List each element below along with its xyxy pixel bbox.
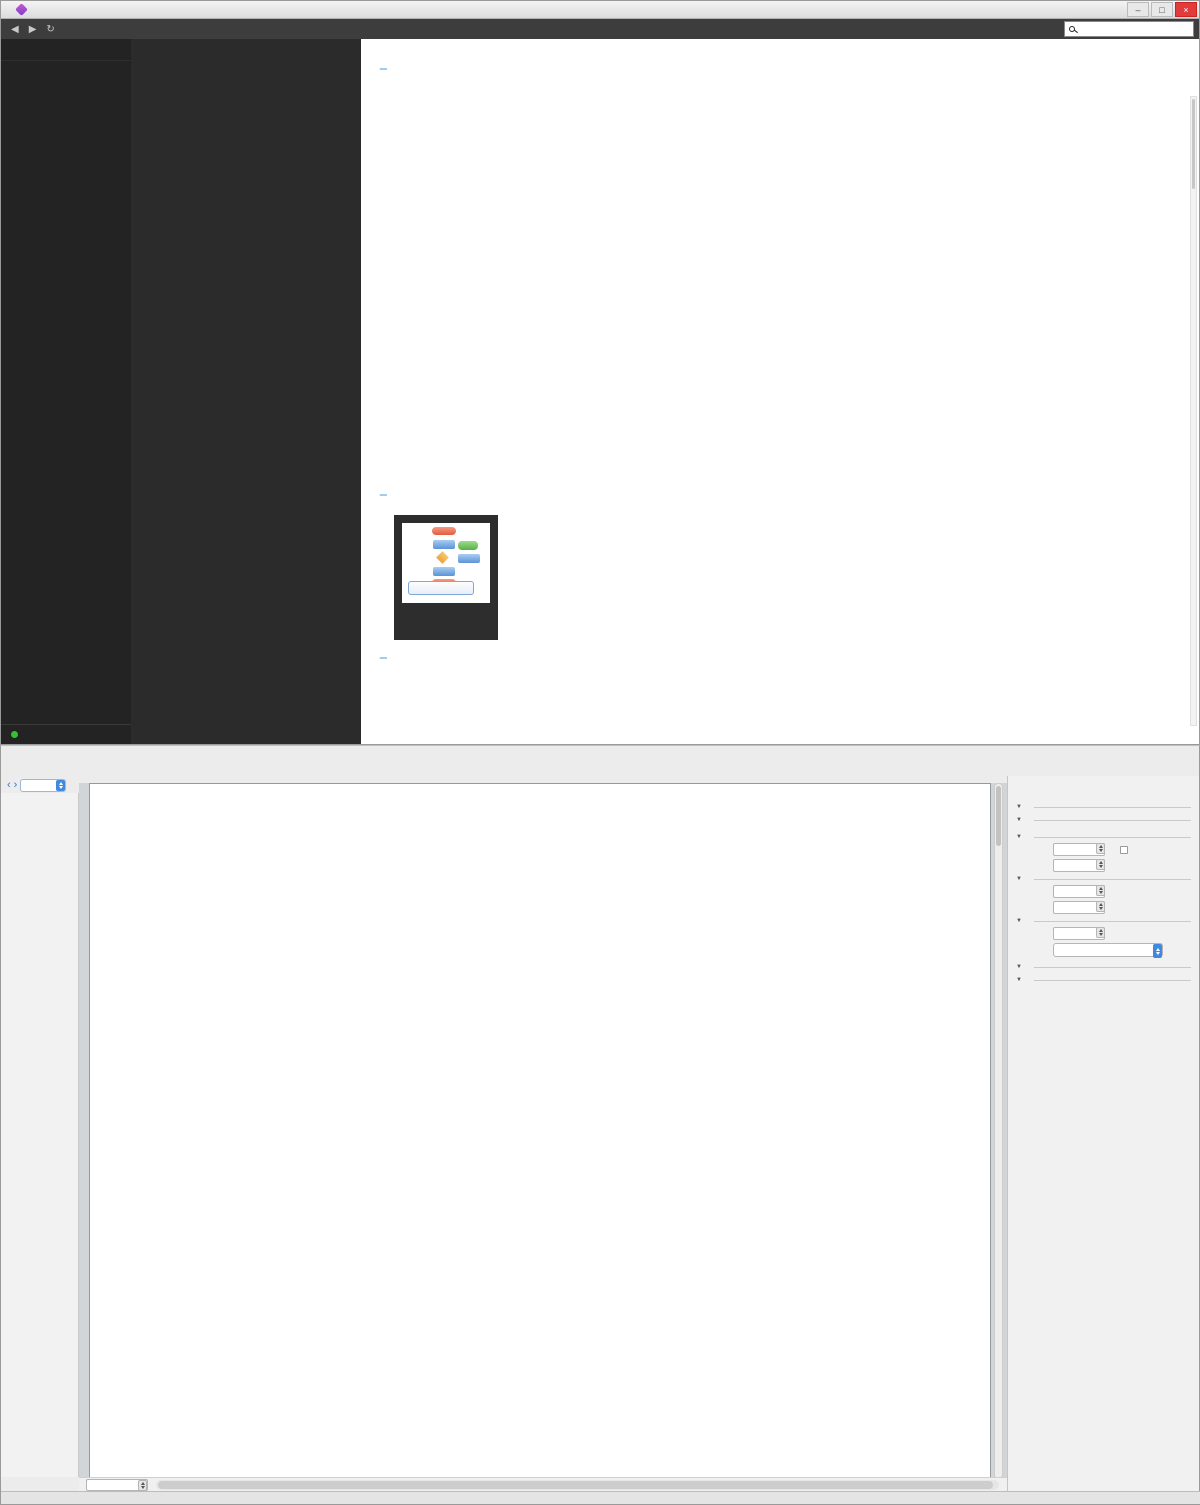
prev-page-icon[interactable]: ‹ — [7, 779, 11, 791]
rapid-draw-badge — [408, 581, 474, 595]
next-page-icon[interactable]: › — [13, 779, 18, 791]
minimize-button[interactable]: – — [1127, 2, 1149, 17]
angle-field[interactable] — [1053, 927, 1105, 940]
store-content: − − — [361, 39, 1199, 744]
app-icon — [15, 3, 28, 16]
vertical-scrollbar[interactable] — [994, 783, 1003, 1479]
page-navigation: ‹ › — [1, 778, 67, 793]
store-title-bar: – □ × — [1, 1, 1199, 19]
search-input[interactable] — [1064, 21, 1194, 37]
shape-library-panel — [1, 793, 79, 1477]
selector-stepper-icon[interactable] — [56, 780, 66, 791]
section-size: ▼ — [1016, 834, 1191, 840]
height-field[interactable] — [1053, 859, 1105, 872]
document-selector[interactable] — [20, 779, 67, 792]
section-make-same: ▼ — [1016, 977, 1191, 983]
store-sidebar — [1, 39, 131, 744]
conceptdraw-store-window: – □ × ◀ ▶ ↻ — [0, 0, 1200, 745]
close-button[interactable]: × — [1175, 2, 1197, 17]
online-status-icon — [11, 731, 18, 738]
y-field[interactable] — [1053, 901, 1105, 914]
section-align-distribute: ▼ — [1016, 817, 1191, 823]
search-icon — [1069, 26, 1075, 32]
x-field[interactable] — [1053, 885, 1105, 898]
section-order: ▼ — [1016, 804, 1191, 810]
width-field[interactable] — [1053, 843, 1105, 856]
forward-icon[interactable]: ▶ — [28, 23, 37, 35]
lock-proportions-checkbox[interactable] — [1120, 845, 1132, 854]
inspector-panel: ▼ ▼ ▼ ▼ — [1007, 776, 1199, 1491]
conceptdraw-diagram-window: ‹ › ▼ ▼ ▼ — [0, 745, 1200, 1505]
zoom-level-control[interactable] — [86, 1478, 148, 1491]
store-nav-bar: ◀ ▶ ↻ — [1, 19, 1199, 39]
sidebar-separator — [1, 39, 131, 61]
section-flowcharts: − — [379, 61, 398, 78]
section-group-lock: ▼ — [1016, 964, 1191, 970]
collapse-icon[interactable]: − — [379, 61, 388, 78]
status-bar — [1, 1491, 1200, 1504]
canvas-bottom-bar — [79, 1477, 1007, 1491]
collapse-icon[interactable]: − — [379, 487, 388, 504]
collapse-icon[interactable]: − — [379, 650, 388, 667]
horizontal-scrollbar[interactable] — [156, 1479, 999, 1490]
editor-toolbar — [1, 755, 1200, 777]
back-icon[interactable]: ◀ — [11, 23, 19, 35]
section-libraries: − — [379, 650, 398, 667]
user-account[interactable] — [1, 724, 131, 744]
section-position: ▼ — [1016, 876, 1191, 882]
pin-select[interactable] — [1053, 943, 1163, 958]
drawing-page[interactable] — [89, 783, 991, 1479]
section-rotate-flip: ▼ — [1016, 918, 1191, 924]
solutions-category-panel — [131, 39, 361, 744]
content-scrollbar[interactable] — [1190, 96, 1197, 726]
template-card-basic-flowchart[interactable] — [394, 515, 498, 640]
template-thumbnail — [402, 523, 490, 603]
refresh-icon[interactable]: ↻ — [46, 23, 55, 35]
maximize-button[interactable]: □ — [1151, 2, 1173, 17]
canvas-area — [79, 783, 1007, 1479]
section-templates: − — [379, 487, 398, 504]
zoom-stepper-icon[interactable] — [138, 1479, 147, 1491]
